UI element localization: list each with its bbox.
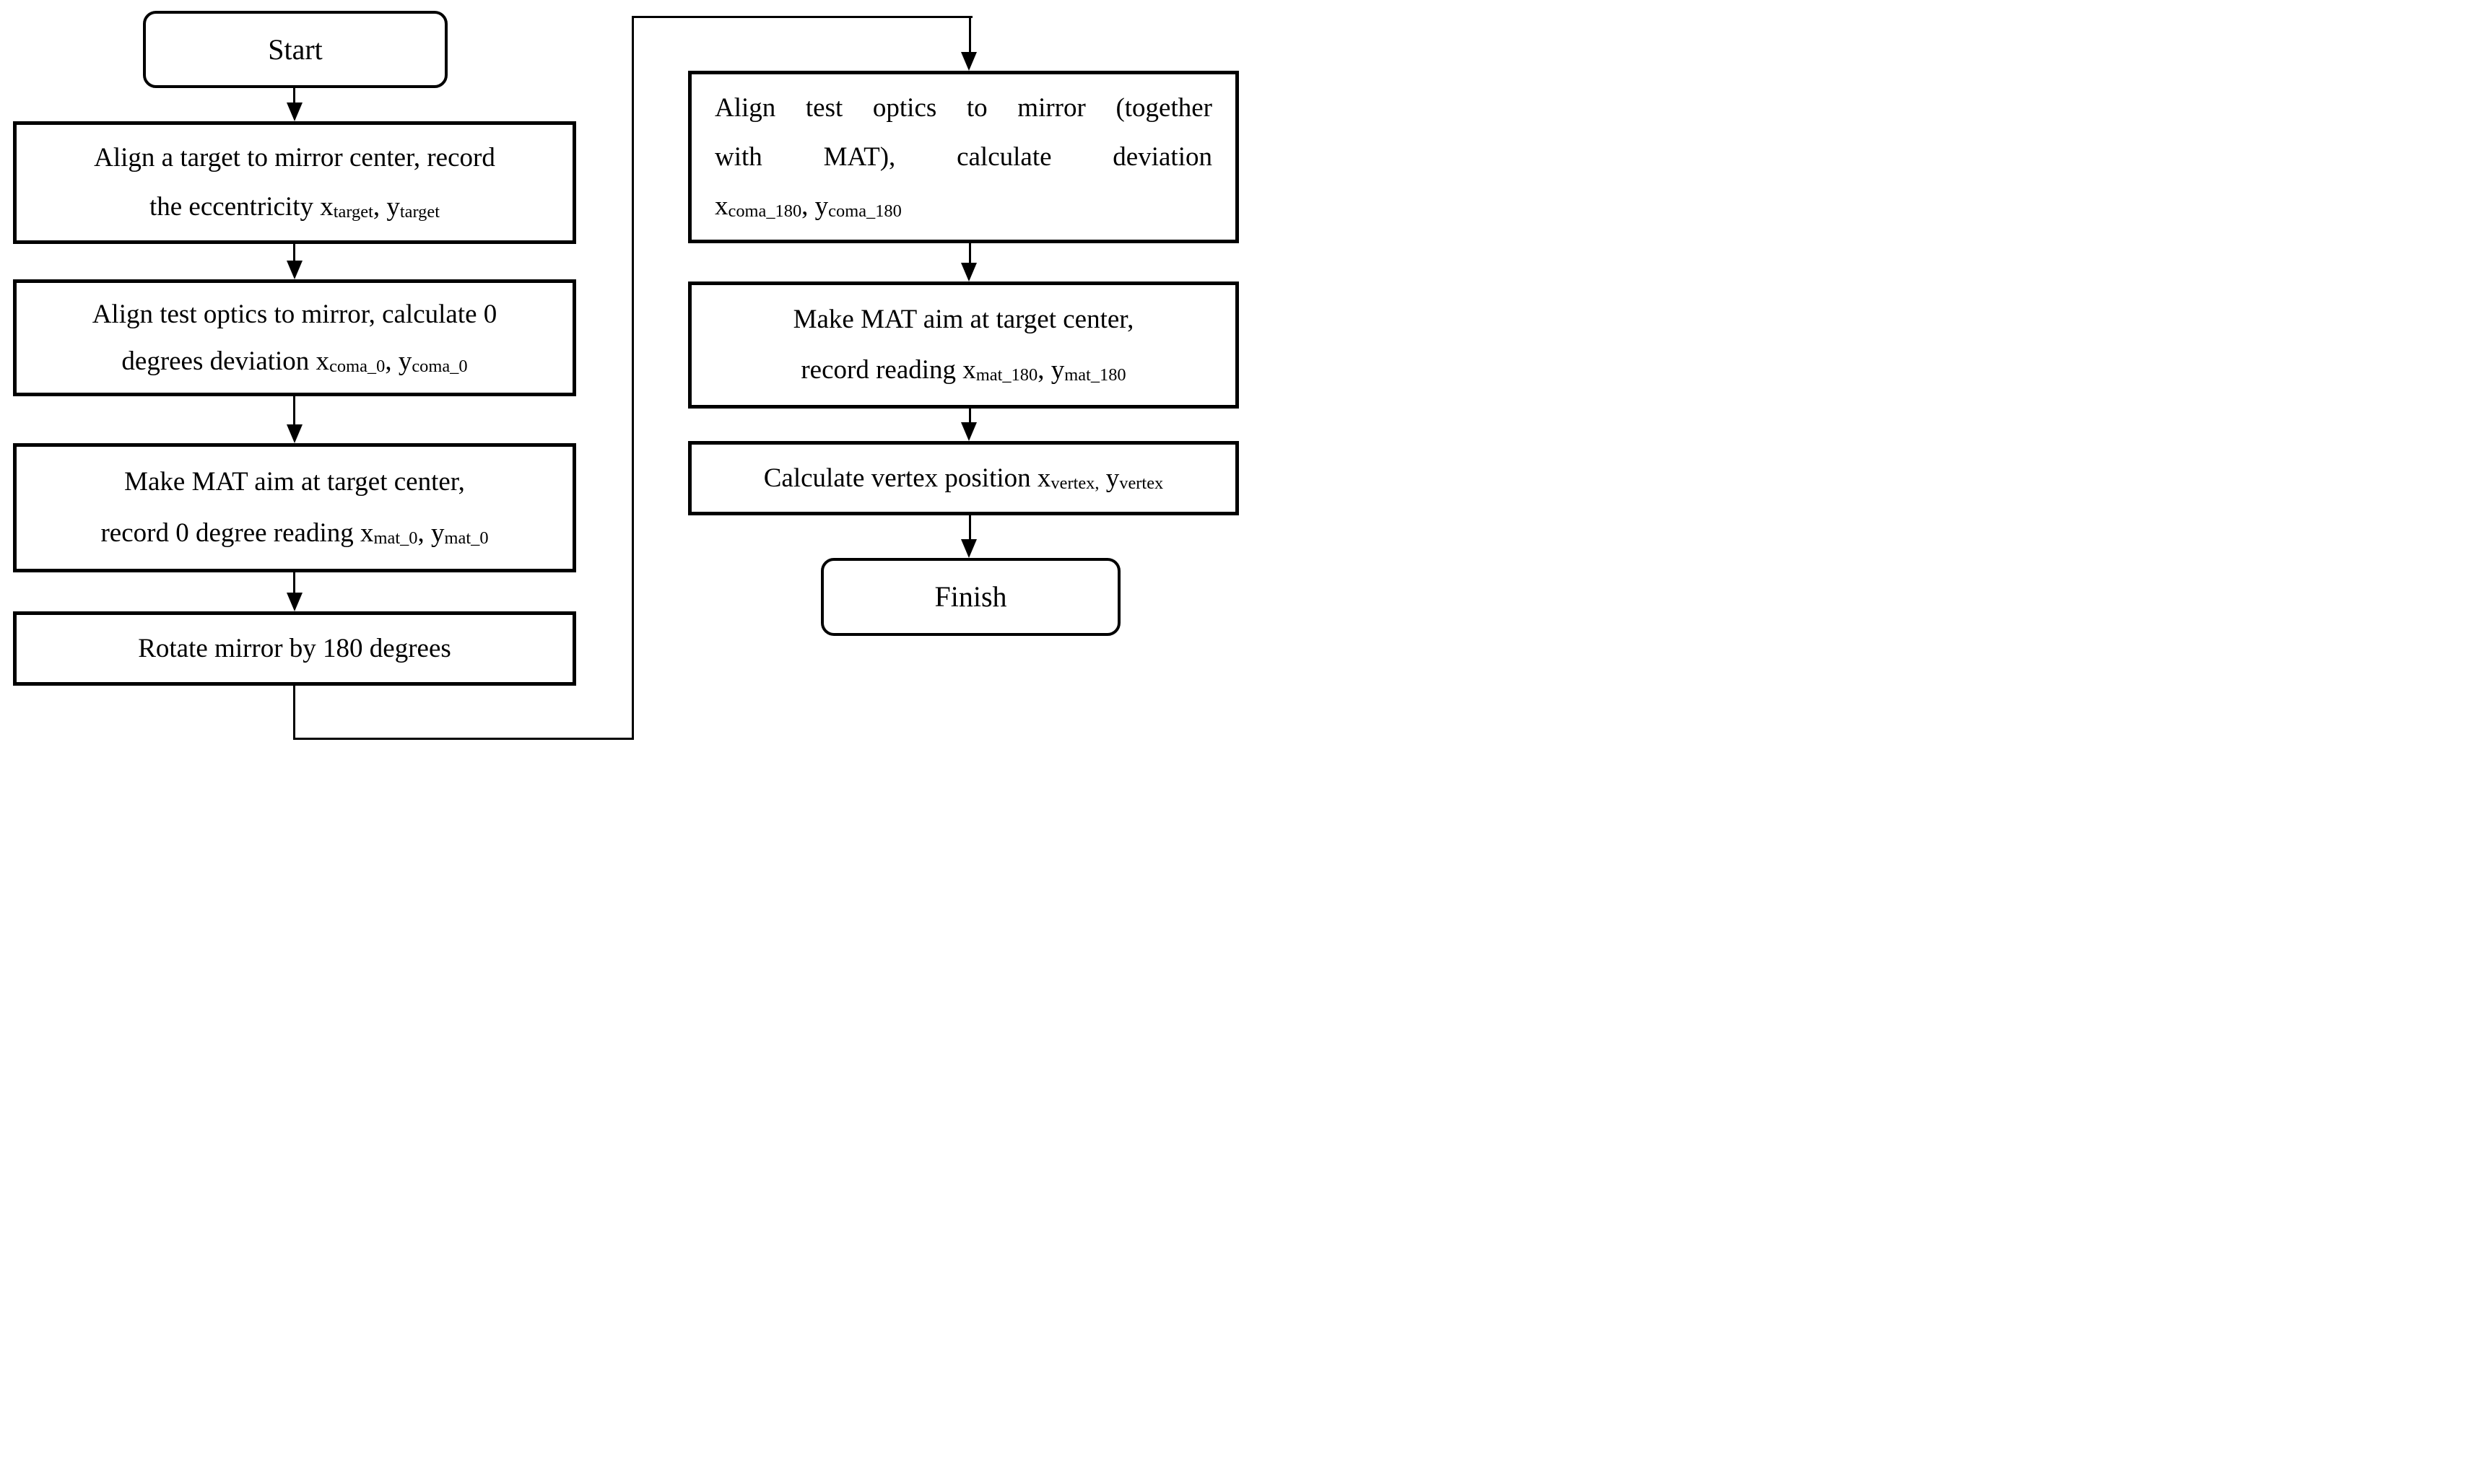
arrow-loop-to-align-optics-180 bbox=[969, 16, 971, 52]
process-align-optics-180deg: Align test optics to mirror (together wit… bbox=[688, 71, 1239, 243]
finish-node: Finish bbox=[821, 558, 1121, 636]
loop-line-up bbox=[632, 16, 634, 740]
text-line: with MAT), calculate deviation bbox=[715, 141, 1212, 172]
arrowhead-down-icon bbox=[961, 52, 977, 71]
arrowhead-down-icon bbox=[961, 539, 977, 558]
arrowhead-down-icon bbox=[287, 593, 303, 611]
start-node: Start bbox=[143, 11, 448, 88]
arrow-align-optics-180-to-mat-aim-180 bbox=[969, 243, 971, 263]
arrow-start-to-align-target bbox=[293, 88, 295, 102]
arrowhead-down-icon bbox=[287, 102, 303, 121]
process-align-target: Align a target to mirror center, record t… bbox=[13, 121, 576, 244]
process-calc-vertex: Calculate vertex position xvertex, yvert… bbox=[688, 441, 1239, 515]
arrow-align-optics-0-to-mat-aim-0 bbox=[293, 396, 295, 424]
process-rotate-mirror: Rotate mirror by 180 degrees bbox=[13, 611, 576, 686]
process-align-optics-0deg: Align test optics to mirror, calculate 0… bbox=[13, 279, 576, 396]
arrow-mat-aim-180-to-calc-vertex bbox=[969, 409, 971, 422]
text-line: xcoma_180, ycoma_180 bbox=[715, 191, 902, 221]
text-line: Align test optics to mirror (together bbox=[715, 92, 1212, 123]
start-label: Start bbox=[268, 32, 323, 66]
arrow-mat-aim-0-to-rotate-mirror bbox=[293, 572, 295, 593]
text-line: Align test optics to mirror, calculate 0 bbox=[92, 299, 497, 329]
loop-line-bottom bbox=[293, 738, 634, 740]
flowchart: Start Align a target to mirror center, r… bbox=[0, 0, 1244, 742]
arrow-align-target-to-align-optics-0 bbox=[293, 244, 295, 261]
text-line: the eccentricity xtarget, ytarget bbox=[149, 192, 440, 222]
text-line: record reading xmat_180, ymat_180 bbox=[801, 355, 1126, 385]
loop-line-top bbox=[632, 16, 973, 18]
finish-label: Finish bbox=[934, 580, 1007, 614]
text-line: degrees deviation xcoma_0, ycoma_0 bbox=[121, 346, 468, 376]
text-line: Calculate vertex position xvertex, yvert… bbox=[763, 463, 1164, 493]
text-line: Align a target to mirror center, record bbox=[94, 143, 495, 173]
text-line: Rotate mirror by 180 degrees bbox=[138, 633, 451, 663]
process-mat-aim-0deg: Make MAT aim at target center, record 0 d… bbox=[13, 443, 576, 572]
text-line: record 0 degree reading xmat_0, ymat_0 bbox=[100, 518, 489, 549]
text-line: Make MAT aim at target center, bbox=[124, 467, 465, 497]
arrowhead-down-icon bbox=[287, 424, 303, 443]
arrowhead-down-icon bbox=[961, 422, 977, 441]
text-line: Make MAT aim at target center, bbox=[793, 305, 1134, 335]
loop-line-down bbox=[293, 686, 295, 740]
arrowhead-down-icon bbox=[961, 263, 977, 281]
arrowhead-down-icon bbox=[287, 261, 303, 279]
process-mat-aim-180deg: Make MAT aim at target center, record rea… bbox=[688, 281, 1239, 409]
arrow-calc-vertex-to-finish bbox=[969, 515, 971, 539]
